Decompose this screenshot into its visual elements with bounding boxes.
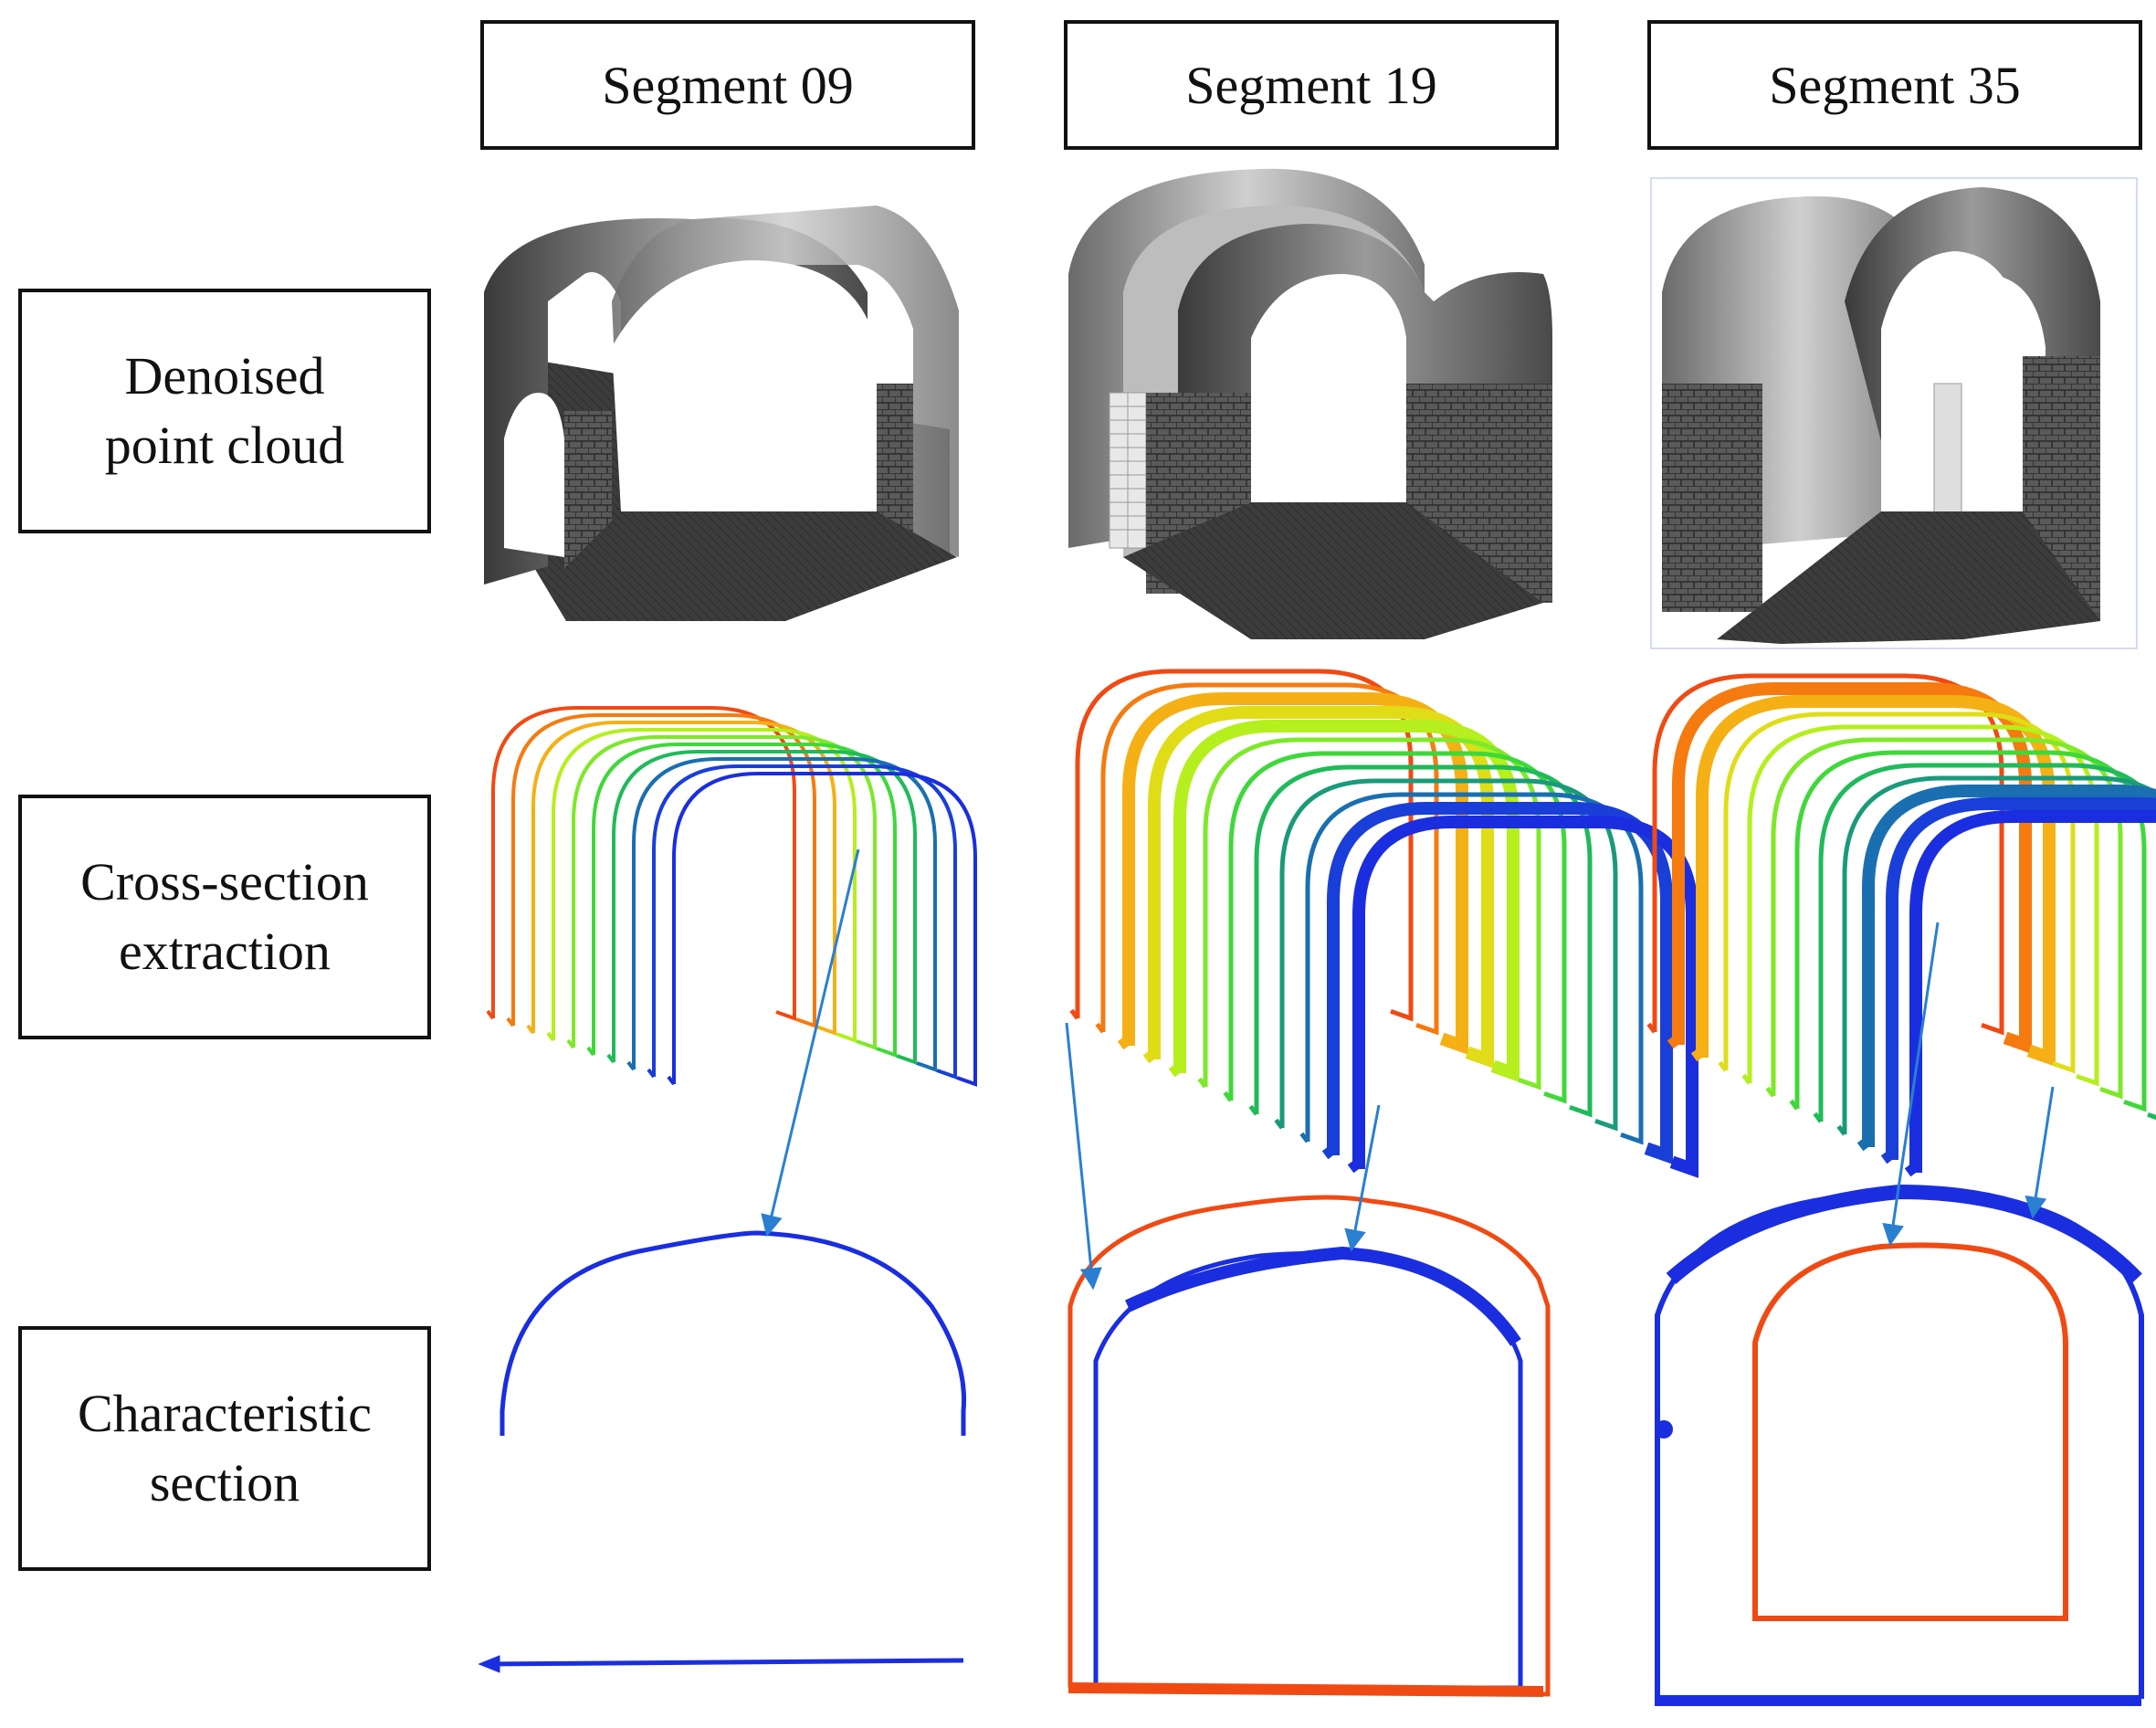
column-header-segment-35: Segment 35 [1647,20,2142,150]
section-profile [1813,763,2156,1123]
section-profile [1904,810,2156,1177]
section-profile [1117,692,1468,1055]
row-header-label: Characteristic section [77,1384,373,1512]
section-profile [1856,785,2156,1152]
section-profile [546,728,857,1043]
section-profile [586,743,897,1058]
section-profile [667,772,977,1087]
section-profile [606,750,917,1065]
point-cloud-segment-19 [1068,168,1552,639]
section-profile [1880,797,2156,1164]
section-profile [1321,802,1673,1164]
section-profile [1718,711,2076,1074]
section-profile [626,757,937,1072]
characteristic-section-segment-19 [1067,1195,1551,1697]
cross-sections-segment-19 [1069,669,1699,1178]
cross-sections-segment-35 [1646,673,2156,1177]
row-header-label: Denoised point cloud [104,346,345,475]
section-profile [1299,792,1644,1145]
section-profile [1142,706,1494,1069]
cross-sections-segment-09 [486,706,977,1087]
column-header-label: Segment 35 [1769,55,2021,115]
row-header-denoised-point-cloud: Denoised point cloud [18,289,431,533]
section-profile [1646,673,2004,1036]
column-header-label: Segment 19 [1185,55,1437,115]
section-profile [1197,737,1541,1091]
section-profile [526,721,836,1036]
characteristic-section-segment-09 [478,1230,967,1673]
row-header-cross-section-extraction: Cross-section extraction [18,795,431,1039]
section-profile [1347,816,1699,1178]
section-profile [1095,682,1439,1036]
section-profile [1836,775,2156,1136]
point-cloud-segment-09 [484,205,959,621]
section-profile [506,713,816,1028]
section-profile [566,735,877,1050]
section-profile [1690,695,2056,1067]
arrows [761,848,2055,1291]
section-profile [1274,778,1618,1132]
section-profile [1168,720,1520,1082]
column-header-segment-09: Segment 09 [480,20,975,150]
row-header-label: Cross-section extraction [80,852,369,981]
characteristic-section-segment-35 [1655,1184,2144,1706]
point-cloud-segment-35 [1650,177,2138,649]
column-header-segment-19: Segment 19 [1064,20,1559,150]
section-profile [486,706,796,1021]
column-header-label: Segment 09 [602,55,854,115]
row-header-characteristic-section: Characteristic section [18,1326,431,1571]
section-profile [1667,682,2032,1054]
section-profile [647,764,957,1080]
